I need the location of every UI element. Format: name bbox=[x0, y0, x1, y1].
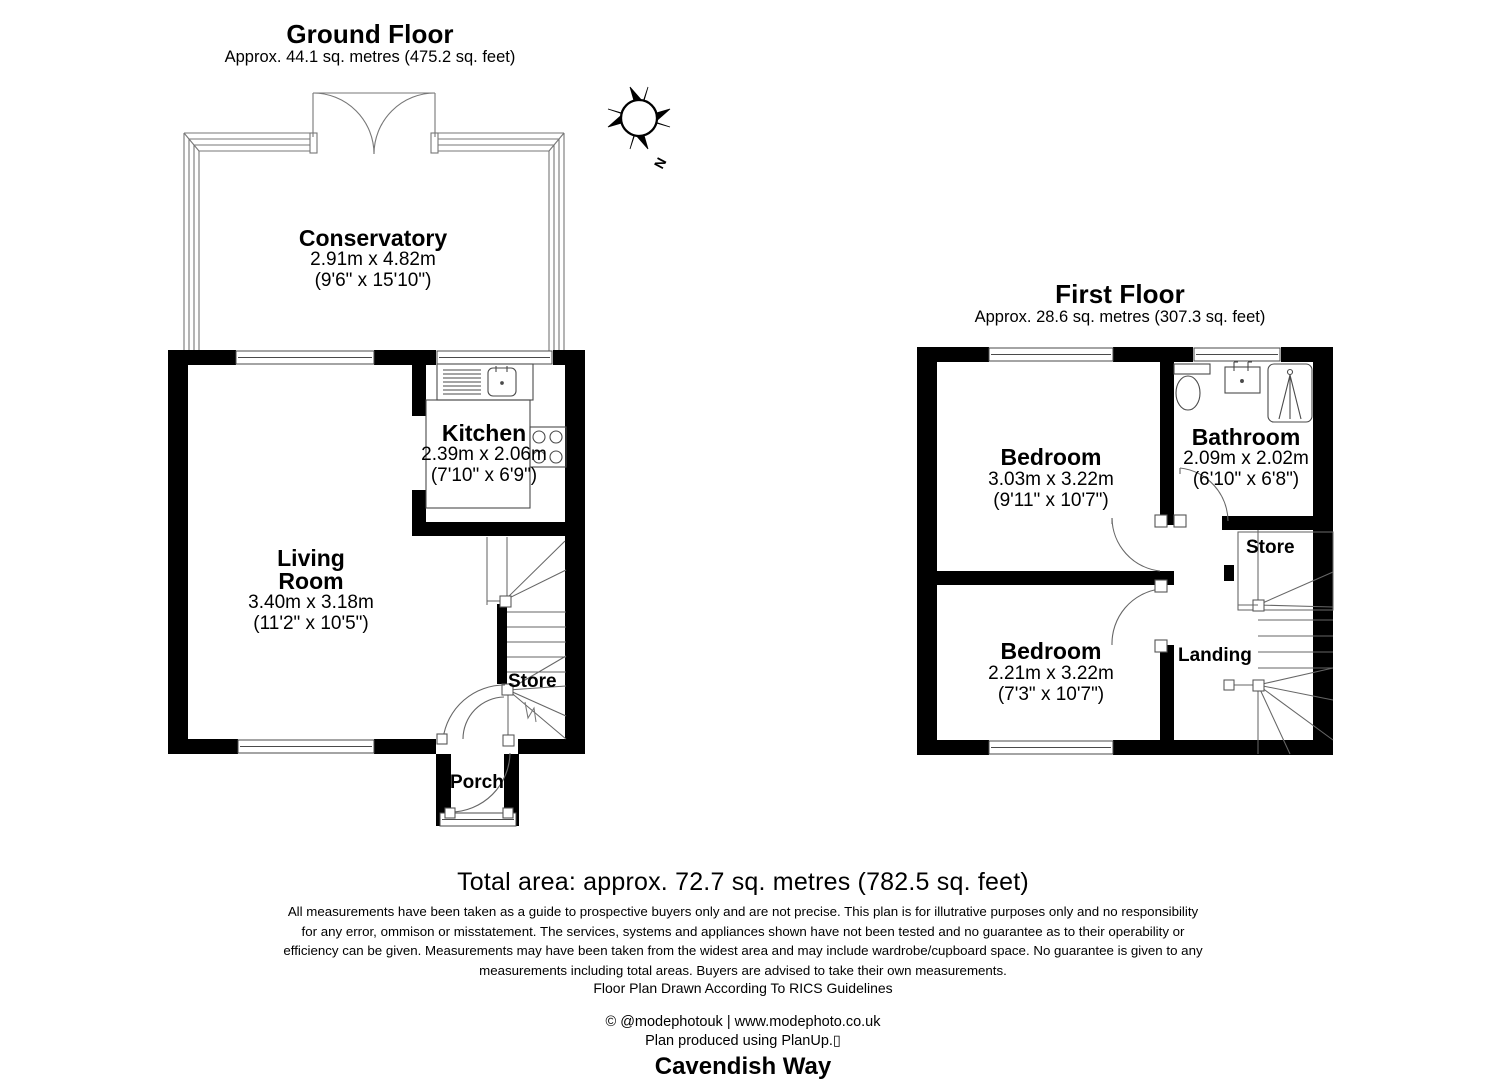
disclaimer-line-3: efficiency can be given. Measurements ma… bbox=[283, 943, 1203, 959]
window bbox=[237, 739, 375, 754]
sink-basin bbox=[487, 366, 517, 397]
window bbox=[1193, 347, 1281, 362]
room-dim-bedroom-2-imperial: (7'3" x 10'7") bbox=[997, 684, 1105, 705]
ground-floor-plan bbox=[168, 92, 585, 827]
bathroom-fixtures bbox=[1173, 361, 1313, 423]
disclaimer-line-1: All measurements have been taken as a gu… bbox=[287, 904, 1199, 919]
rics-note: Floor Plan Drawn According To RICS Guide… bbox=[593, 980, 893, 996]
room-dim-living-room-imperial: (11'2" x 10'5") bbox=[253, 613, 369, 634]
shower-enclosure bbox=[1267, 363, 1313, 423]
room-label-bedroom-2: Bedroom bbox=[1000, 638, 1102, 664]
draining-board bbox=[443, 369, 481, 395]
window bbox=[439, 812, 517, 827]
room-dim-living-room-metric: 3.40m x 3.18m bbox=[248, 592, 374, 613]
first-floor-plan bbox=[917, 347, 1334, 755]
window bbox=[436, 350, 553, 365]
room-label-bedroom-1: Bedroom bbox=[1000, 444, 1102, 470]
room-label-conservatory: Conservatory bbox=[298, 225, 448, 251]
room-label-living-room-line1: Living bbox=[277, 545, 345, 571]
conservatory-french-doors bbox=[309, 92, 439, 155]
room-dim-bathroom-metric: 2.09m x 2.02m bbox=[1183, 448, 1309, 469]
ground-floor-walls bbox=[168, 350, 585, 826]
window bbox=[235, 350, 375, 365]
room-dim-bedroom-2-metric: 2.21m x 3.22m bbox=[988, 663, 1114, 684]
room-label-porch: Porch bbox=[450, 772, 504, 793]
first-floor-doors bbox=[1111, 467, 1229, 653]
room-dim-conservatory-metric: 2.91m x 4.82m bbox=[310, 249, 436, 270]
room-dim-kitchen-metric: 2.39m x 2.06m bbox=[421, 444, 547, 465]
window bbox=[988, 740, 1114, 755]
room-label-bathroom: Bathroom bbox=[1191, 424, 1301, 450]
ground-floor-subtitle: Approx. 44.1 sq. metres (475.2 sq. feet) bbox=[224, 48, 516, 66]
room-label-store-first: Store bbox=[1246, 537, 1295, 558]
ground-floor-title: Ground Floor bbox=[286, 19, 454, 49]
room-dim-kitchen-imperial: (7'10" x 6'9") bbox=[430, 465, 538, 486]
conservatory-glazing bbox=[183, 132, 565, 353]
hob bbox=[529, 426, 567, 468]
first-floor-subtitle: Approx. 28.6 sq. metres (307.3 sq. feet) bbox=[974, 308, 1266, 326]
disclaimer-line-4: measurements including total areas. Buye… bbox=[479, 963, 1007, 979]
room-label-kitchen: Kitchen bbox=[441, 420, 527, 446]
kitchen-fixtures bbox=[425, 363, 567, 509]
toilet bbox=[1173, 363, 1211, 411]
room-label-store-ground: Store bbox=[508, 671, 557, 692]
room-dim-bedroom-1-metric: 3.03m x 3.22m bbox=[988, 469, 1114, 490]
disclaimer-block: All measurements have been taken as a gu… bbox=[258, 902, 1228, 981]
room-label-landing: Landing bbox=[1178, 645, 1252, 666]
room-dim-bathroom-imperial: (6'10" x 6'8") bbox=[1192, 469, 1300, 490]
room-dim-conservatory-imperial: (9'6" x 15'10") bbox=[314, 270, 432, 291]
wash-basin bbox=[1224, 361, 1261, 394]
total-area-label: Total area: approx. 72.7 sq. metres (782… bbox=[457, 868, 1029, 896]
room-dim-bedroom-1-imperial: (9'11" x 10'7") bbox=[993, 490, 1109, 511]
room-label-living-room-line2: Room bbox=[278, 568, 344, 594]
disclaimer-line-2: for any error, ommison or misstatement. … bbox=[301, 923, 1185, 939]
copyright-line: © @modephotouk | www.modephoto.co.uk bbox=[605, 1014, 881, 1030]
first-floor-walls bbox=[917, 347, 1333, 755]
staircase-ground bbox=[486, 537, 567, 747]
ground-floor-doors bbox=[436, 684, 514, 819]
ground-floor-windows bbox=[235, 350, 553, 827]
first-floor-windows bbox=[988, 347, 1281, 755]
staircase-first bbox=[1223, 530, 1334, 755]
compass-rose bbox=[607, 86, 671, 150]
property-address: Cavendish Way bbox=[654, 1053, 832, 1080]
window bbox=[988, 347, 1114, 362]
producer-line: Plan produced using PlanUp.▯ bbox=[645, 1033, 841, 1049]
first-floor-title: First Floor bbox=[1055, 279, 1185, 309]
